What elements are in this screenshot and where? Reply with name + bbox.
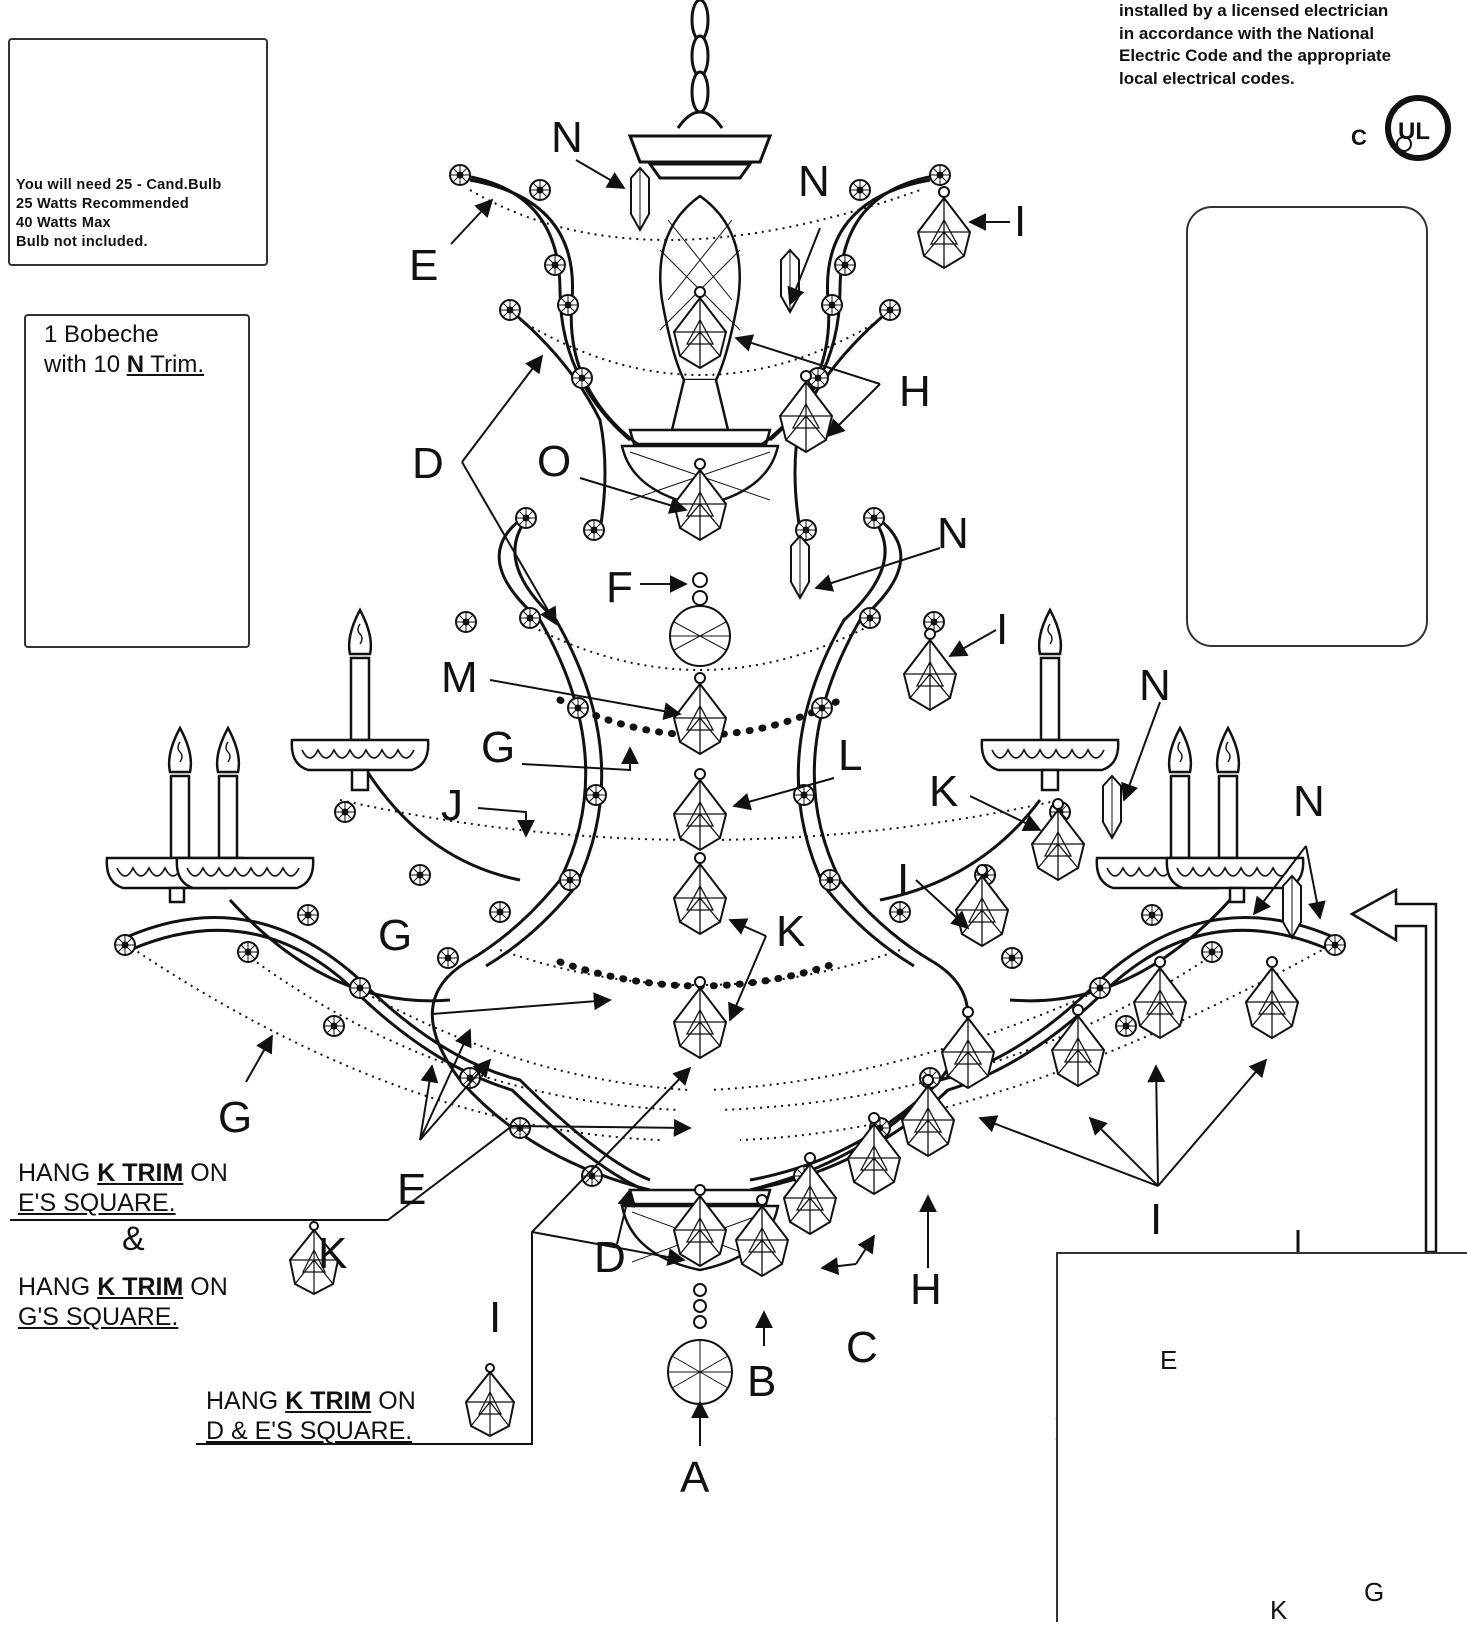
note-k-trim: K TRIM xyxy=(97,1159,184,1187)
ul-mark-ul: UL xyxy=(1398,118,1430,145)
label-e-top: E xyxy=(409,241,439,290)
note-e-square: E'S SQUARE. xyxy=(18,1189,176,1217)
candle-cups xyxy=(105,608,1305,904)
ul-notice-line-2: in accordance with the National xyxy=(1119,23,1375,43)
bobeche-info-box: 1 Bobeche with 10 N Trim. xyxy=(24,314,250,648)
ul-notice-line-1: installed by a licensed electrician xyxy=(1119,1,1389,20)
label-i-lower-middle: I xyxy=(897,855,910,904)
label-m: M xyxy=(441,653,478,702)
note-on-2: ON xyxy=(190,1273,228,1301)
bobeche-trim-letter: N xyxy=(126,351,145,378)
label-h-bottom: H xyxy=(910,1265,942,1314)
note-g-square: G'S SQUARE. xyxy=(18,1303,179,1331)
label-a: A xyxy=(680,1453,710,1502)
big-outline-arrow xyxy=(1349,887,1438,1254)
label-b: B xyxy=(747,1357,777,1406)
label-e-lower: E xyxy=(397,1165,427,1214)
wiring-detail-box xyxy=(1186,206,1428,647)
label-f: F xyxy=(606,563,633,612)
note-on-3: ON xyxy=(378,1387,416,1415)
note-on: ON xyxy=(190,1159,228,1187)
note-ampersand: & xyxy=(122,1220,145,1258)
inset-label-g: G xyxy=(1364,1577,1385,1607)
label-l: L xyxy=(838,731,863,780)
label-k-note: K xyxy=(318,1229,348,1278)
bobeche-trim-post: Trim. xyxy=(144,351,205,378)
label-o: O xyxy=(537,437,572,486)
note-de-square: D & E'S SQUARE. xyxy=(206,1417,413,1445)
bobeche-trim-pre: with 10 xyxy=(44,351,127,378)
label-k-center: K xyxy=(776,907,806,956)
bobeche-count-text: 1 Bobeche xyxy=(44,321,159,348)
label-i-lower-right: I xyxy=(1150,1195,1163,1244)
note-hang-3: HANG xyxy=(206,1387,279,1415)
chain-and-canopy xyxy=(627,0,773,180)
label-i-middle: I xyxy=(996,605,1009,654)
inset-label-e: E xyxy=(1160,1345,1178,1375)
label-g-lower: G xyxy=(378,911,413,960)
label-n-right: N xyxy=(1139,661,1171,710)
note-k-trim-g: HANG K TRIM ON xyxy=(18,1272,228,1302)
inset-label-k: K xyxy=(1270,1595,1288,1625)
ul-notice-line-4: local electrical codes. xyxy=(1119,68,1295,88)
bulb-watts-recommended: 25 Watts Recommended xyxy=(16,196,190,212)
bobeche-trim-text: with 10 N Trim. xyxy=(44,350,204,380)
label-n-upper-right: N xyxy=(798,157,830,206)
bulb-info-box: You will need 25 - Cand.Bulb 25 Watts Re… xyxy=(8,38,268,266)
note-k-trim-3: K TRIM xyxy=(285,1387,372,1415)
label-c: C xyxy=(846,1323,878,1372)
label-i-top: I xyxy=(1014,197,1027,246)
label-d-bottom: D xyxy=(594,1233,626,1282)
label-k-right: K xyxy=(929,767,959,816)
inset-detail-box xyxy=(1056,1252,1467,1622)
note-hang-2: HANG xyxy=(18,1273,91,1301)
ul-notice-line-3: Electric Code and the appropriate xyxy=(1119,46,1392,65)
note-k-trim-de: HANG K TRIM ON xyxy=(206,1386,416,1416)
note-k-trim-e: HANG K TRIM ON xyxy=(18,1158,228,1188)
label-j: J xyxy=(441,781,463,830)
bulb-watts-max: 40 Watts Max xyxy=(16,215,111,231)
leader-arrows xyxy=(10,159,1326,1446)
label-h-top: H xyxy=(899,367,931,416)
label-g-middle: G xyxy=(481,723,516,772)
label-i-bottom: I xyxy=(489,1293,502,1342)
center-drop xyxy=(667,572,733,1405)
label-d-top: D xyxy=(412,439,444,488)
label-n-middle: N xyxy=(937,509,969,558)
ul-logo xyxy=(1385,95,1451,161)
middle-arms xyxy=(358,514,1042,968)
bulb-quantity-text: You will need 25 - Cand.Bulb xyxy=(16,177,222,193)
label-g-left: G xyxy=(218,1093,253,1142)
label-n-top: N xyxy=(551,113,583,162)
bulb-not-included: Bulb not included. xyxy=(16,234,148,250)
note-k-trim-2: K TRIM xyxy=(97,1273,184,1301)
ul-notice: installed by a licensed electrician in a… xyxy=(1119,0,1459,90)
note-hang: HANG xyxy=(18,1159,91,1187)
ul-mark-c: C xyxy=(1351,125,1367,150)
label-n-far-right: N xyxy=(1293,777,1325,826)
